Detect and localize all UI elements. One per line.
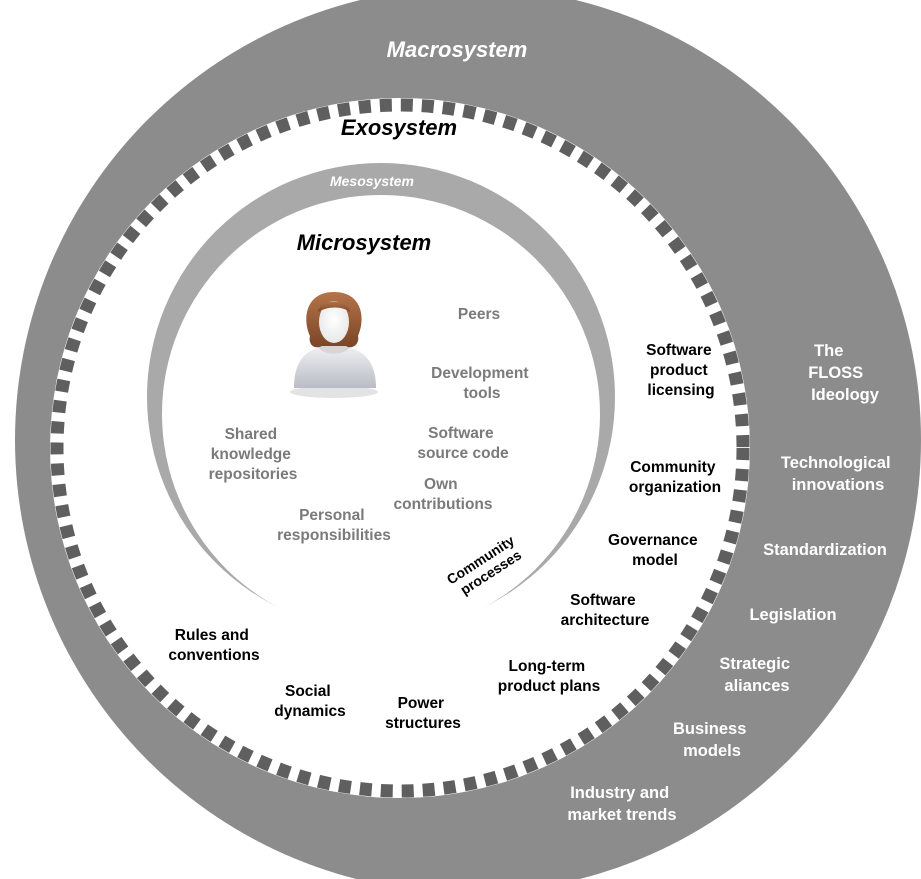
exo-label-software-product-licensing: Software product licensing [646,342,716,399]
micro-label-shared-knowledge-repositories: Shared knowledge repositories [209,426,298,483]
exosystem-title: Exosystem [341,115,457,140]
macrosystem-title: Macrosystem [387,37,528,62]
macro-label-industry-market-trends: Industry and market trends [567,784,676,824]
exo-label-community-organization: Community organization [629,459,721,496]
exo-label-social-dynamics: Social dynamics [274,683,346,720]
exosystem-labels: Software product licensing Community org… [168,342,721,732]
microsystem-title: Microsystem [297,230,432,255]
micro-label-peers: Peers [458,306,500,323]
person-avatar-icon [290,292,378,398]
exo-label-rules-and-conventions: Rules and conventions [168,627,259,664]
microsystem-labels: Peers Development tools Software source … [209,306,533,544]
exosystem-dashed-boundary [50,98,750,798]
micro-label-development-tools: Development tools [431,365,533,402]
microsystem-area [162,195,600,633]
micro-label-own-contributions: Own contributions [393,476,492,513]
exo-label-governance-model: Governance model [608,532,702,569]
macro-label-legislation: Legislation [749,606,836,624]
macro-label-floss-ideology: The FLOSS Ideology [808,342,880,404]
macro-label-business-models: Business models [673,720,751,760]
exo-label-long-term-product-plans: Long-term product plans [498,658,600,695]
macro-label-strategic-aliances: Strategic aliances [719,655,794,695]
micro-label-software-source-code: Software source code [417,425,509,462]
macro-label-technological-innovations: Technological innovations [781,454,895,494]
exo-label-power-structures: Power structures [385,695,461,732]
exo-label-software-architecture: Software architecture [561,592,650,629]
micro-label-personal-responsibilities: Personal responsibilities [277,507,391,544]
mesosystem-title: Mesosystem [330,173,414,189]
macro-label-standardization: Standardization [763,541,887,559]
macrosystem-labels: The FLOSS Ideology Technological innovat… [567,342,895,824]
